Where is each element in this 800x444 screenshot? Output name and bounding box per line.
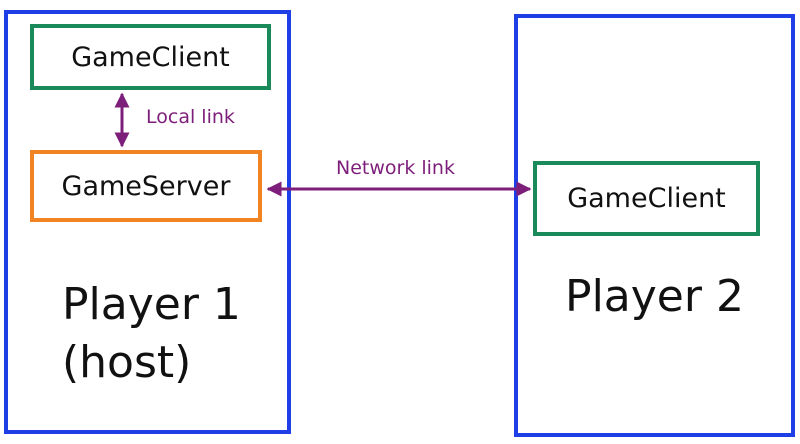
local-link-label: Local link [146, 106, 235, 128]
player1-gameclient-label: GameClient [71, 41, 230, 73]
player1-title-line1: Player 1 [62, 279, 241, 330]
player1-gameserver-box: GameServer [30, 150, 262, 222]
network-link-label: Network link [336, 157, 455, 179]
player2-title: Player 2 [565, 271, 744, 322]
player1-gameclient-box: GameClient [30, 24, 271, 90]
player2-gameclient-label: GameClient [567, 183, 726, 214]
player1-gameserver-label: GameServer [61, 170, 231, 202]
player1-title-line2: (host) [62, 337, 192, 388]
player2-gameclient-box: GameClient [533, 161, 760, 236]
player1-title: Player 1 (host) [62, 276, 282, 392]
